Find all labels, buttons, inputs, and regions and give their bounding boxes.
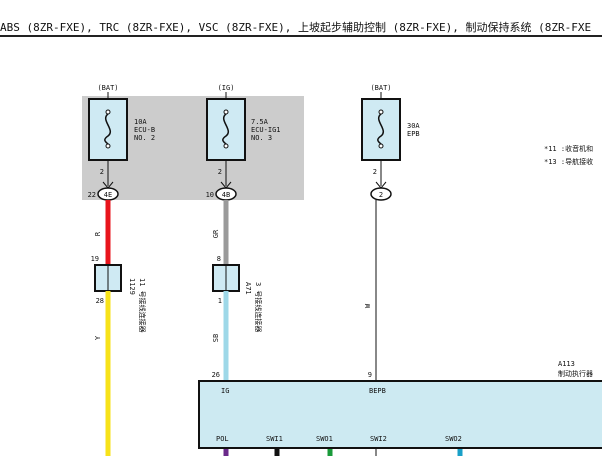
- connector-4b-label: 4B: [222, 191, 230, 199]
- junction1-pin-bottom: 28: [96, 297, 104, 305]
- junction2-code: A71: [244, 282, 252, 295]
- junction1-name: 11 号接线连接器: [138, 278, 147, 333]
- fuse1-box: [88, 98, 128, 161]
- ecu-pin-ig: 26: [212, 371, 220, 379]
- fuse2-rating: 7.5A: [251, 118, 269, 126]
- connector-2: [370, 187, 392, 201]
- fuse2-name: ECU-IG1: [251, 126, 281, 134]
- junction2-name: 3 号接线连接器: [254, 282, 263, 332]
- fuse3-name: EPB: [407, 130, 420, 138]
- junction2-pin-bottom: 1: [218, 297, 222, 305]
- ecu-pin-swi2-label: SWI2: [370, 435, 387, 443]
- fuse2-number: NO. 3: [251, 134, 272, 142]
- fuse2-terminal-top: [223, 109, 229, 115]
- fuse3-rating: 30A: [407, 122, 420, 130]
- wire-gray-label: GR: [212, 229, 220, 238]
- junction2-pin-top: 8: [217, 255, 221, 263]
- junction1-code: 1129: [128, 278, 136, 295]
- diagram-title: ABS (8ZR-FXE), TRC (8ZR-FXE), VSC (8ZR-F…: [0, 20, 602, 37]
- fuse1-source: (BAT): [97, 84, 118, 92]
- fuse1-number: NO. 2: [134, 134, 155, 142]
- connector-2-label: 2: [379, 191, 383, 199]
- ecu-pin-pol-label: POL: [216, 435, 229, 443]
- fuse1-element: [104, 113, 111, 145]
- connector-4e-label: 4E: [104, 191, 112, 199]
- fuse1-pin-left: 22: [88, 191, 96, 199]
- wire-red-label: R: [94, 231, 102, 236]
- ecu-pin-bepb: 9: [368, 371, 372, 379]
- fuse2-source: (IG): [218, 84, 235, 92]
- fuse1-name: ECU-B: [134, 126, 155, 134]
- wire-white-label: W: [364, 303, 372, 308]
- ecu-code: A113: [558, 360, 575, 368]
- ecu-pin-ig-label: IG: [221, 387, 229, 395]
- fuse2-element: [222, 113, 229, 145]
- fuse3-box: [361, 98, 401, 161]
- junction1-pin-top: 19: [91, 255, 99, 263]
- fuse3-pin-top: 2: [373, 168, 377, 176]
- wire-lightblue-label: SB: [212, 334, 220, 342]
- fuse1-rating: 10A: [134, 118, 147, 126]
- fuse2-box: [206, 98, 246, 161]
- ecu-pin-swi1-label: SWI1: [266, 435, 283, 443]
- fuse2-pin-top: 2: [218, 168, 222, 176]
- note-13: *13 :导航接收: [544, 157, 593, 166]
- fuse3-element: [377, 113, 384, 145]
- diagram-title-text: ABS (8ZR-FXE), TRC (8ZR-FXE), VSC (8ZR-F…: [0, 21, 592, 34]
- ecu-box: [198, 380, 602, 449]
- fuse2-terminal-bottom: [223, 143, 229, 149]
- note-11: *11 :收音机和: [544, 144, 593, 153]
- fuse1-terminal-bottom: [105, 143, 111, 149]
- fuse3-terminal-top: [378, 109, 384, 115]
- ecu-name: 制动执行器: [558, 369, 593, 378]
- fuse1-pin-top: 2: [100, 168, 104, 176]
- ecu-pin-swo2-label: SWO2: [445, 435, 462, 443]
- fuse2-pin-left: 10: [206, 191, 214, 199]
- fuse3-source: (BAT): [370, 84, 391, 92]
- ecu-pin-swo1-label: SWO1: [316, 435, 333, 443]
- wire-yellow-label: Y: [94, 335, 102, 340]
- fuse3-terminal-bottom: [378, 143, 384, 149]
- ecu-pin-bepb-label: BEPB: [369, 387, 386, 395]
- fuse1-terminal-top: [105, 109, 111, 115]
